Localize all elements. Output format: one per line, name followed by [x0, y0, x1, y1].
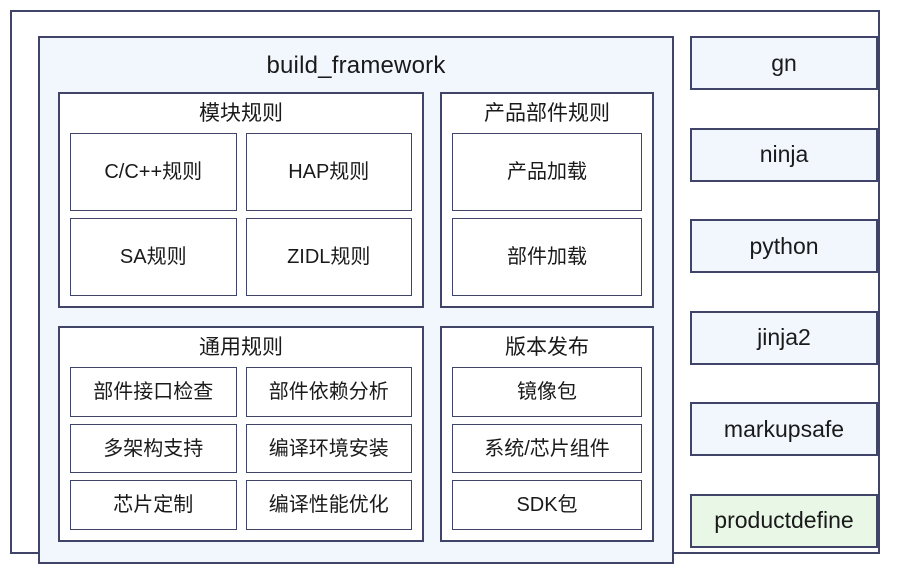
leaf-item[interactable]: 多架构支持 [70, 423, 237, 474]
build-framework-container: build_framework 模块规则 C/C++规则 HAP规则 SA规则 … [38, 36, 674, 564]
panel-row-bottom: 通用规则 部件接口检查 部件依赖分析 多架构支持 编译环境安装 芯片定制 编译性… [58, 326, 654, 542]
leaf-item[interactable]: 部件加载 [452, 218, 642, 296]
leaf-grid-module-rules: C/C++规则 HAP规则 SA规则 ZIDL规则 [70, 133, 412, 296]
leaf-item[interactable]: 系统/芯片组件 [452, 423, 642, 474]
tool-box-gn[interactable]: gn [690, 36, 878, 90]
panel-title-general-rules: 通用规则 [199, 336, 283, 359]
tool-box-ninja[interactable]: ninja [690, 127, 878, 182]
leaf-item[interactable]: SDK包 [452, 480, 642, 530]
tool-box-markupsafe[interactable]: markupsafe [690, 402, 878, 457]
panel-title-module-rules: 模块规则 [199, 102, 283, 125]
panel-rows: 模块规则 C/C++规则 HAP规则 SA规则 ZIDL规则 产品部件规则 产品… [40, 92, 672, 562]
tool-column: gn ninja python jinja2 markupsafe produc… [690, 36, 878, 548]
leaf-item[interactable]: 部件接口检查 [70, 367, 237, 417]
tool-box-python[interactable]: python [690, 219, 878, 274]
tool-box-jinja2[interactable]: jinja2 [690, 310, 878, 365]
leaf-item[interactable]: 编译性能优化 [245, 480, 412, 530]
tool-box-productdefine[interactable]: productdefine [690, 493, 878, 548]
panel-title-product-component-rules: 产品部件规则 [484, 102, 610, 125]
leaf-grid-product-component-rules: 产品加载 部件加载 [452, 133, 642, 296]
panel-row-top: 模块规则 C/C++规则 HAP规则 SA规则 ZIDL规则 产品部件规则 产品… [58, 92, 654, 308]
leaf-item[interactable]: SA规则 [70, 218, 237, 296]
leaf-item[interactable]: 芯片定制 [70, 480, 237, 530]
leaf-item[interactable]: 镜像包 [452, 367, 642, 417]
leaf-item[interactable]: 编译环境安装 [245, 423, 412, 474]
leaf-item[interactable]: C/C++规则 [70, 133, 237, 212]
panel-version-release: 版本发布 镜像包 系统/芯片组件 SDK包 [440, 326, 654, 542]
build-framework-title: build_framework [266, 52, 446, 79]
panel-product-component-rules: 产品部件规则 产品加载 部件加载 [440, 92, 654, 308]
leaf-item[interactable]: 产品加载 [452, 133, 642, 212]
leaf-item[interactable]: 部件依赖分析 [245, 367, 412, 417]
outer-frame: build_framework 模块规则 C/C++规则 HAP规则 SA规则 … [10, 10, 880, 564]
leaf-grid-version-release: 镜像包 系统/芯片组件 SDK包 [452, 367, 642, 530]
leaf-item[interactable]: ZIDL规则 [245, 218, 412, 296]
leaf-item[interactable]: HAP规则 [245, 133, 412, 212]
panel-title-version-release: 版本发布 [505, 336, 589, 359]
leaf-grid-general-rules: 部件接口检查 部件依赖分析 多架构支持 编译环境安装 芯片定制 编译性能优化 [70, 367, 412, 530]
panel-module-rules: 模块规则 C/C++规则 HAP规则 SA规则 ZIDL规则 [58, 92, 424, 308]
panel-general-rules: 通用规则 部件接口检查 部件依赖分析 多架构支持 编译环境安装 芯片定制 编译性… [58, 326, 424, 542]
